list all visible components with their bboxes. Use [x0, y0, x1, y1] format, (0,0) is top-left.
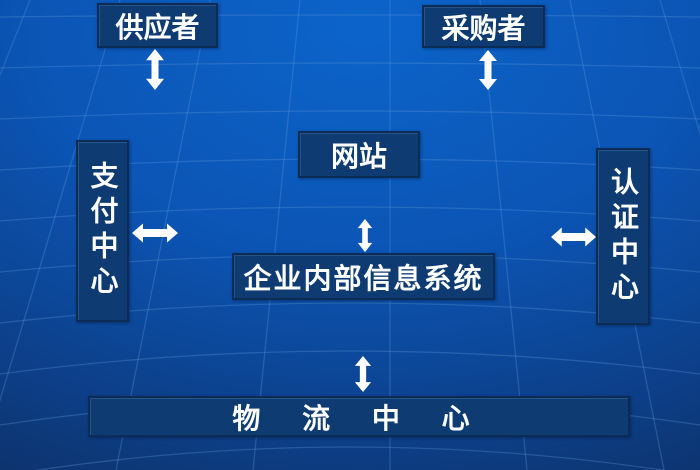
node-internal-info-system-label: 企业内部信息系统 — [243, 261, 484, 295]
node-website: 网站 — [298, 131, 420, 178]
node-certification-center: 认证中心 — [596, 148, 650, 325]
node-logistics-center-label: 物 流 中 心 — [232, 401, 486, 435]
node-website-label: 网站 — [330, 139, 387, 173]
node-payment-center: 支付中心 — [76, 140, 129, 322]
supplier-website-double-arrow-icon — [146, 49, 164, 90]
certification-system-double-arrow-icon — [551, 227, 596, 247]
purchaser-website-double-arrow-icon — [479, 50, 497, 90]
node-purchaser-label: 采购者 — [441, 11, 526, 45]
payment-system-double-arrow-icon — [132, 223, 178, 243]
node-payment-center-label: 支付中心 — [86, 161, 120, 301]
node-purchaser: 采购者 — [422, 5, 545, 48]
node-internal-info-system: 企业内部信息系统 — [232, 253, 495, 300]
node-supplier-label: 供应者 — [115, 10, 200, 44]
website-system-double-arrow-icon — [357, 219, 373, 252]
node-logistics-center: 物 流 中 心 — [88, 396, 630, 437]
system-logistics-double-arrow-icon — [354, 356, 372, 392]
node-certification-center-label: 认证中心 — [607, 166, 640, 307]
node-supplier: 供应者 — [97, 3, 218, 48]
